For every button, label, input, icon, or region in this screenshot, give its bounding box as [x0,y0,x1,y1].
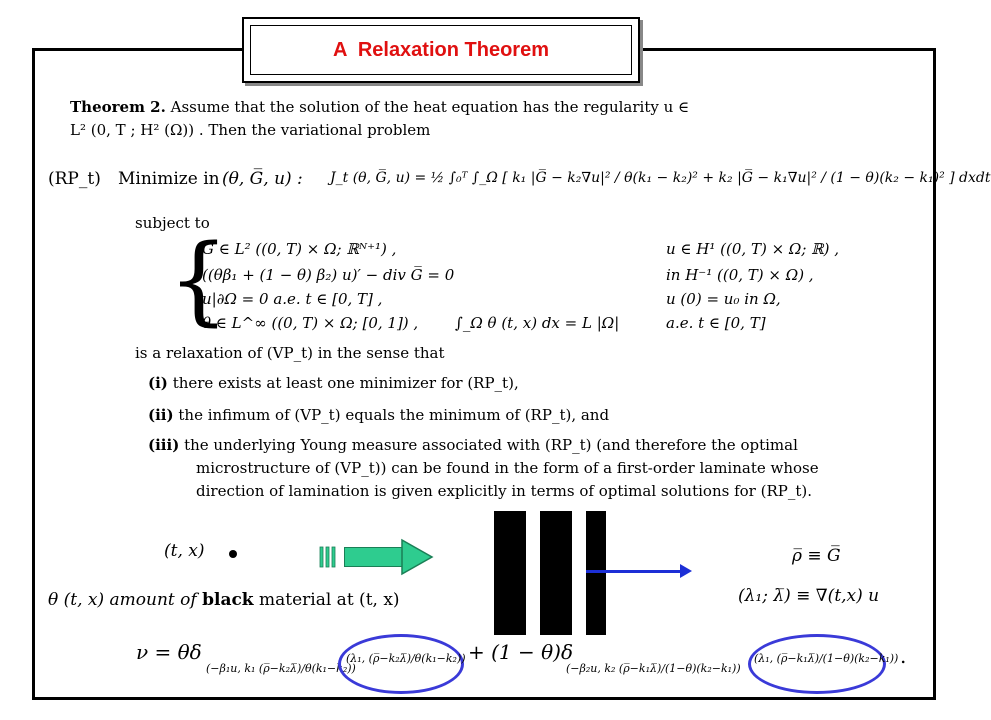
constraint-left-4: θ ∈ L^∞ ((0, T) × Ω; [0, 1]) , [202,314,419,332]
young-measure-term2-circled: (λ₁, (ρ̅−k₁λ̅)/(1−θ)(k₂−k₁)) [754,652,899,665]
circle-highlight-2 [748,634,886,694]
lambda-equation: (λ₁; λ̅) ≡ ∇(t,x) u [738,586,880,606]
laminate-white-stripe [572,511,586,635]
title-box: A Relaxation Theorem [242,17,640,83]
circle-highlight-1 [338,634,464,694]
blue-arrow-line [586,570,682,573]
theta-desc-pre: θ (t, x) amount of [48,590,197,610]
point-label: (t, x) [164,541,205,561]
item-number: (i) [148,374,168,392]
constraint-left-2: ((θβ₁ + (1 − θ) β₂) u)′ − div G̅ = 0 [202,266,455,284]
relaxation-intro: is a relaxation of (VP_t) in the sense t… [135,344,445,362]
young-measure-lhs: ν = θδ [136,640,202,664]
constraint-right-1: u ∈ H¹ ((0, T) × Ω; ℝ) , [666,240,840,258]
theta-desc-post: material at (t, x) [259,590,400,610]
item-text: the infimum of (VP_t) equals the minimum… [178,406,610,424]
blue-arrow-head-icon [680,564,692,578]
functional-formula: J_t (θ, G̅, u) = ½ ∫₀ᵀ ∫_Ω [ k₁ |G̅ − k₂… [330,170,991,186]
laminate-microstructure [494,511,606,635]
constraint-right-2: in H⁻¹ ((0, T) × Ω) , [666,266,814,284]
theta-desc-bold: black [202,590,254,610]
title-inner-border: A Relaxation Theorem [250,25,632,75]
young-measure-plus: + (1 − θ)δ [468,640,573,664]
theorem-line-2: L² (0, T ; H² (Ω)) . Then the variationa… [70,121,431,139]
relaxation-item-ii: (ii) the infimum of (VP_t) equals the mi… [148,406,609,425]
green-arrow-head-icon [401,538,434,576]
relaxation-item-iii-cont-1: microstructure of (VP_t)) can be found i… [196,459,819,477]
theorem-heading: Theorem 2. [70,98,166,116]
constraint-middle-4: ∫_Ω θ (t, x) dx = L |Ω| [455,314,620,332]
constraint-right-4: a.e. t ∈ [0, T] [666,314,766,332]
slide-title: A Relaxation Theorem [333,38,549,61]
rho-equation: ρ̅ ≡ G̅ [792,546,841,566]
constraint-brace: { [168,224,230,336]
theta-description: θ (t, x) amount of black material at (t,… [48,590,400,611]
young-measure-term2-sub: (−β₂u, k₂ (ρ̅−k₁λ̅)/(1−θ)(k₂−k₁)) [566,662,741,675]
relaxation-item-iii: (iii) the underlying Young measure assoc… [148,436,798,455]
theorem-text-1: Assume that the solution of the heat equ… [170,98,690,116]
laminate-white-stripe [526,511,540,635]
problem-label: (RP_t) [48,169,101,189]
constraint-left-1: G ∈ L² ((0, T) × Ω; ℝᴺ⁺¹) , [202,240,397,258]
young-measure-term1-sub: (−β₁u, k₁ (ρ̅−k₂λ̅)/θ(k₁−k₂)) [206,662,356,675]
constraint-right-3: u (0) = u₀ in Ω, [666,290,781,308]
item-number: (iii) [148,436,180,454]
problem-variables: (θ, G̅, u) : [222,169,303,189]
item-text: there exists at least one minimizer for … [172,374,519,392]
item-text: the underlying Young measure associated … [184,436,798,454]
relaxation-item-iii-cont-2: direction of lamination is given explici… [196,482,812,500]
theorem-line-1: Theorem 2. Assume that the solution of t… [70,98,689,117]
arrow-tail-ticks [319,546,336,568]
slide-frame [32,48,936,700]
subject-to-label: subject to [135,214,210,232]
item-number: (ii) [148,406,174,424]
young-measure-end: . [900,644,907,668]
green-arrow-shaft [344,547,404,567]
constraint-left-3: u|∂Ω = 0 a.e. t ∈ [0, T] , [202,290,383,308]
relaxation-item-i: (i) there exists at least one minimizer … [148,374,519,393]
point-dot [229,550,237,558]
minimize-label: Minimize in [118,169,220,189]
young-measure-term1-circled: (λ₁, (ρ̅−k₂λ̅)/θ(k₁−k₂)) [346,652,466,665]
